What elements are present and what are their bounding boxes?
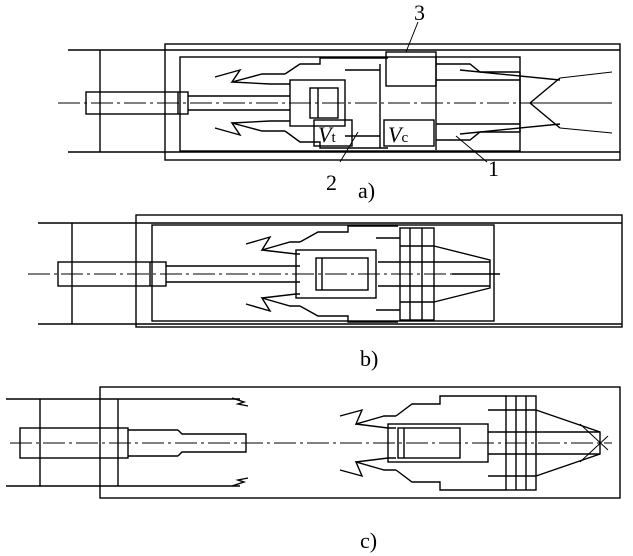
caption-a: a) <box>358 178 375 203</box>
panel-b: b) <box>28 214 623 371</box>
panel-a: 3 2 1 Vt Vc a) <box>58 0 621 203</box>
part-3-label: 3 <box>414 0 425 25</box>
volume-c-label: Vc <box>388 122 408 147</box>
part-1-label: 1 <box>488 156 499 181</box>
part-2-label: 2 <box>326 170 337 195</box>
volume-t-label: Vt <box>318 122 336 147</box>
caption-b: b) <box>360 346 378 371</box>
panel-c: c) <box>6 386 621 553</box>
caption-c: c) <box>360 528 377 553</box>
